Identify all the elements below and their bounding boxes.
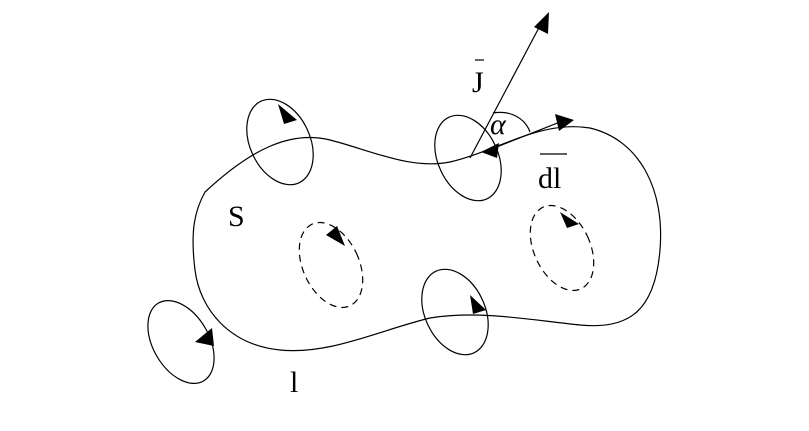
loop-1-solid [246,98,314,186]
contour-l-curve [192,126,662,352]
loop-5-ellipse [421,268,489,356]
current-loop-5 [421,268,489,356]
current-loop-3 [298,221,364,309]
vector-dl [481,114,574,158]
loop-4-ellipse [529,204,595,292]
label-l: l [290,366,298,399]
vector-dl-tail-arrowhead [481,143,499,158]
angle-arc [492,111,531,133]
loop-3-ellipse [298,221,364,309]
vector-j-shaft [469,19,544,159]
label-j: J [472,66,484,99]
loop-3-arrowhead [326,226,345,246]
current-loop-6 [147,299,215,385]
current-loop-4 [529,204,595,292]
loop-6-ellipse [147,299,215,385]
loop-6-arrowhead [195,328,214,346]
loop-1-arrowhead [278,104,297,124]
label-s: S [228,200,245,233]
label-dl: dl [538,162,561,195]
current-loop-1 [246,98,314,186]
vector-j-arrowhead [534,12,549,34]
loop-5-arrowhead [470,295,486,314]
label-alpha: α [490,108,507,141]
vector-j [469,12,549,159]
loop-4-arrowhead [560,212,579,228]
vector-dl-arrowhead [555,114,574,131]
